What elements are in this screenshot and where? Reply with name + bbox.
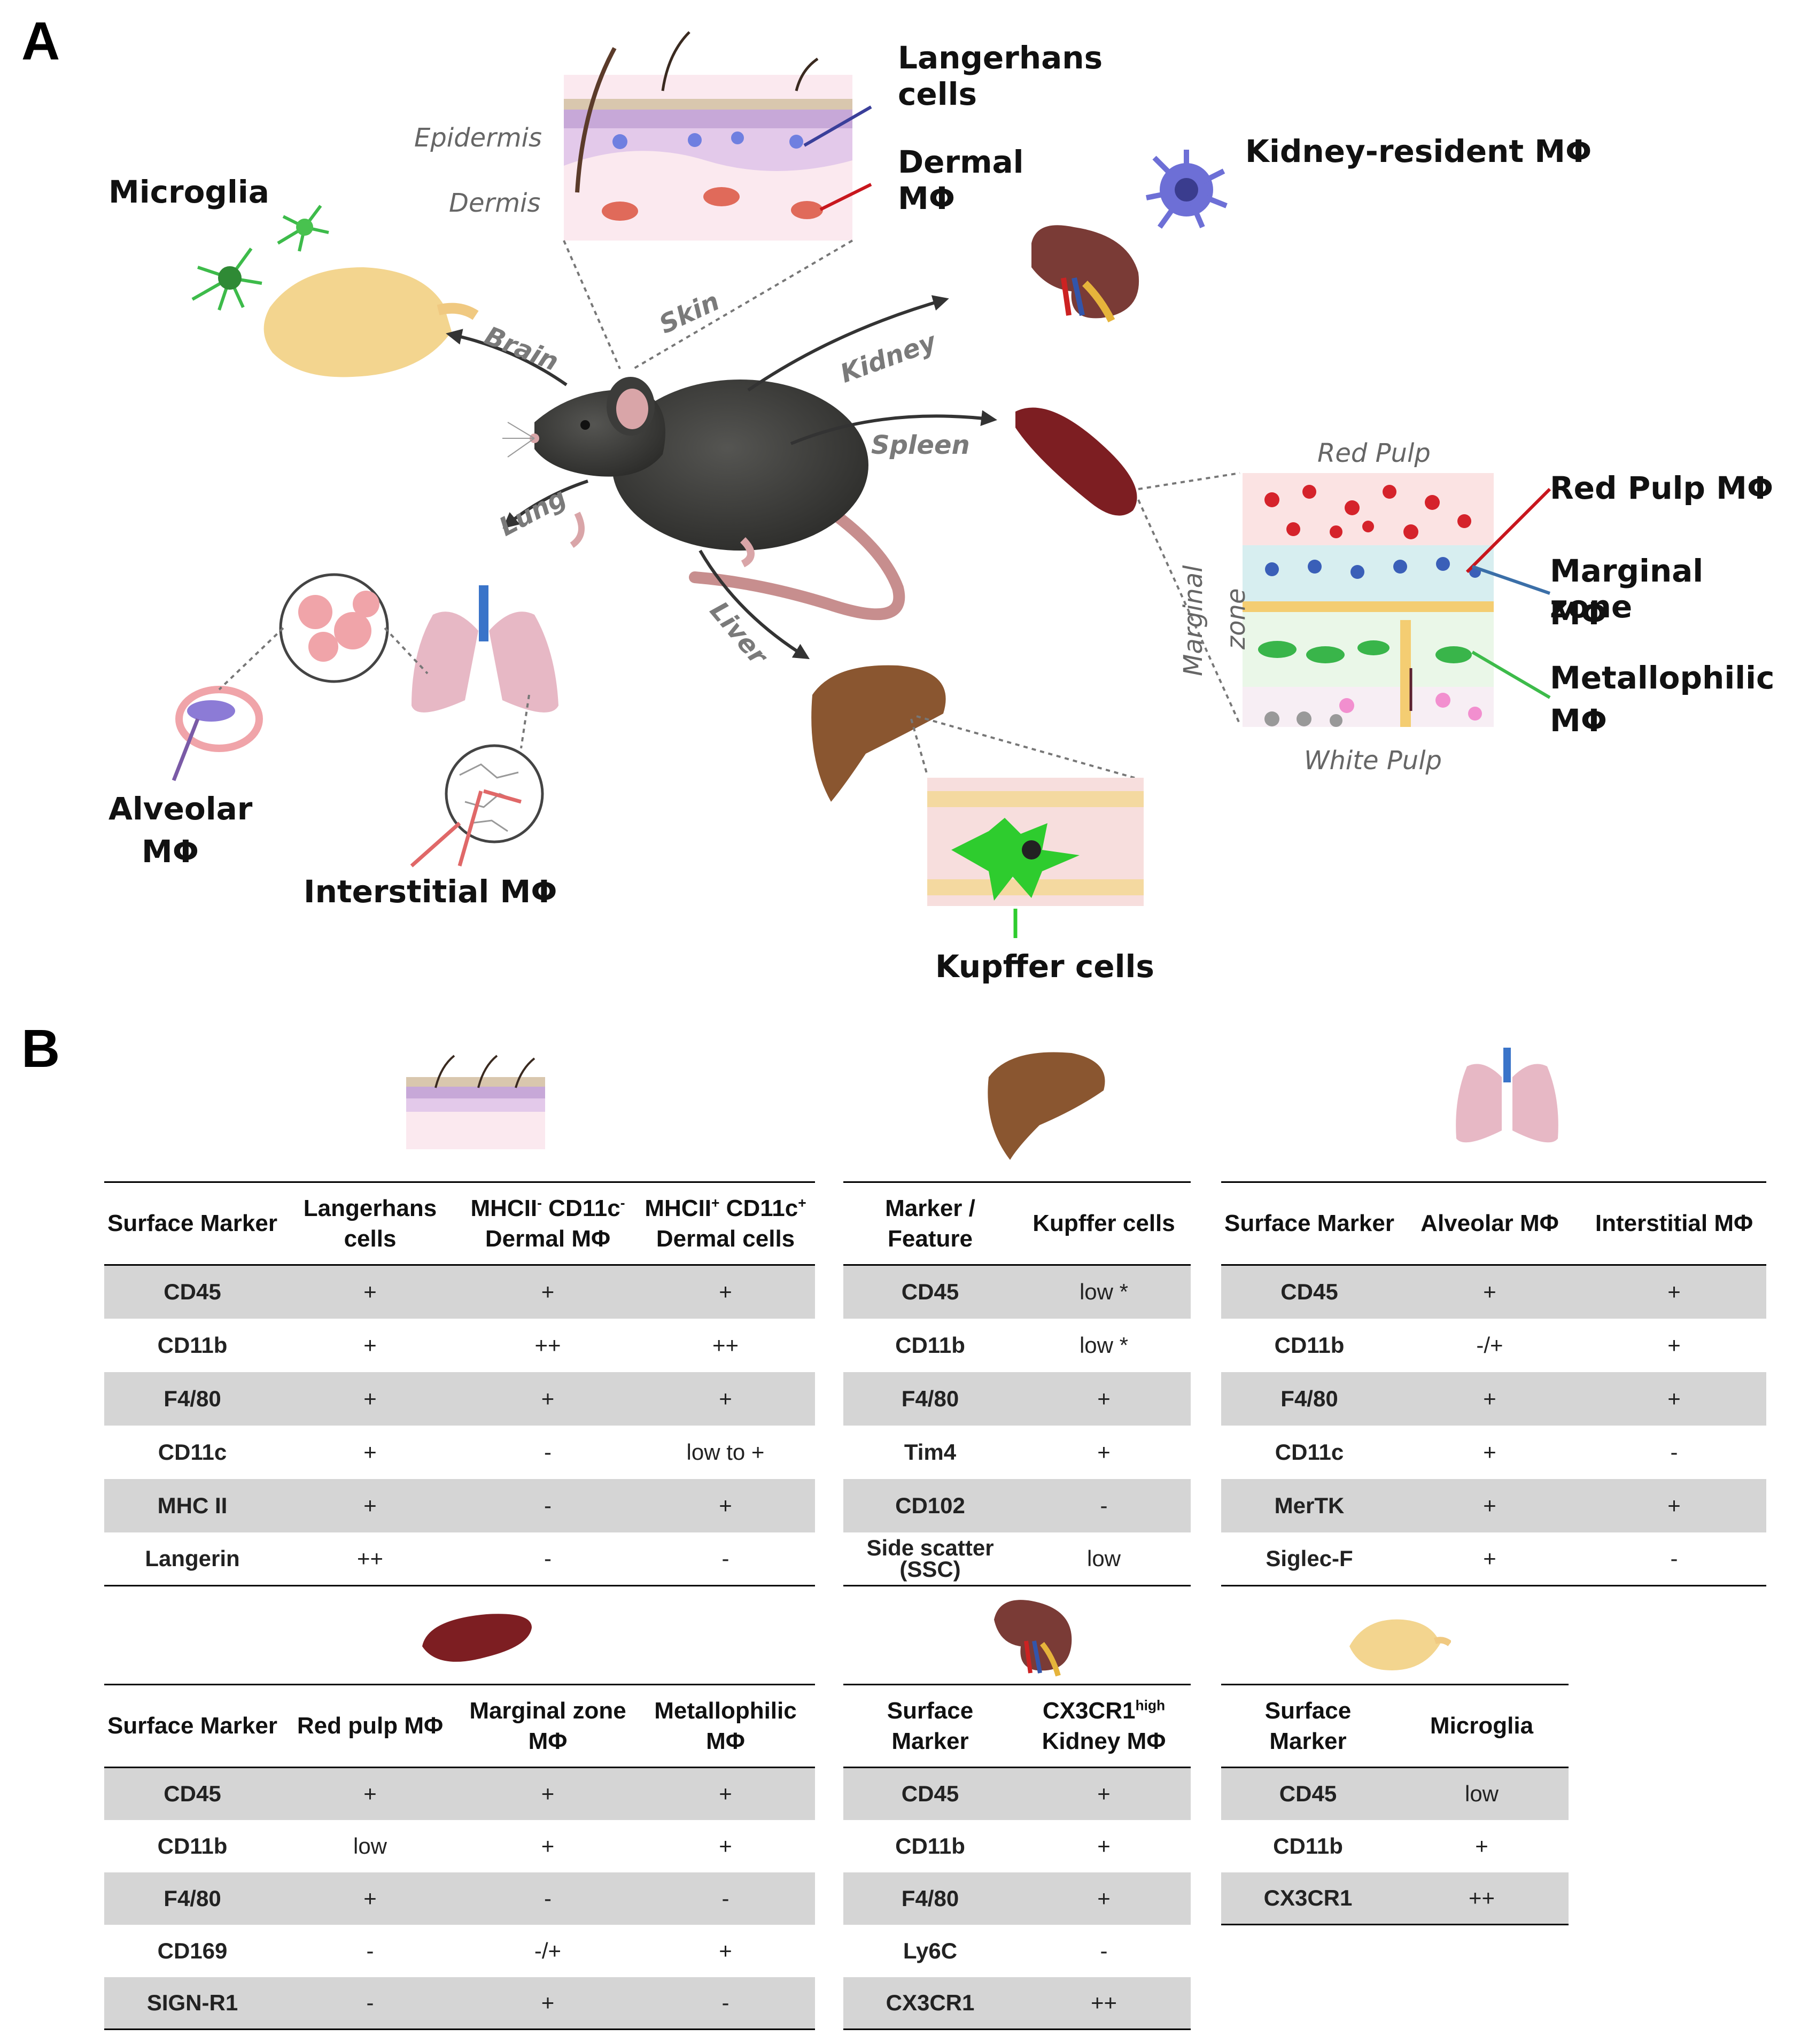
table-row: CD45+ [843, 1767, 1191, 1820]
panel-b-letter: B [21, 1019, 60, 1079]
cell-label-red-pulp: Red Pulp MΦ [1550, 470, 1774, 506]
panel-a-letter: A [21, 11, 60, 71]
table-row: CD102- [843, 1478, 1191, 1532]
liver-group [811, 665, 1144, 938]
table-header-cell: Surface Marker [104, 1684, 281, 1768]
skin-icon [406, 1055, 545, 1149]
cell-label-dermal-1: Dermal [898, 144, 1024, 180]
organ-label-spleen: Spleen [871, 430, 970, 460]
cell-label-interstitial: Interstitial MΦ [304, 873, 557, 910]
cell-label-dermal-2: MΦ [898, 180, 956, 216]
lung-icon [1456, 1048, 1558, 1143]
table-header-cell: Alveolar MΦ [1398, 1181, 1582, 1266]
table-skin: Surface Marker Langerhans cells MHCII- C… [104, 1181, 815, 1586]
table-row: MerTK++ [1221, 1478, 1766, 1532]
organ-arrows [446, 295, 997, 660]
table-lung: Surface Marker Alveolar MΦ Interstitial … [1221, 1181, 1766, 1586]
table-row: CD11b+ [1273, 1833, 1488, 1859]
cell-label-metallophilic-1: Metallophilic [1550, 660, 1775, 696]
table-header-cell: Langerhans cells [281, 1181, 460, 1266]
kidney-group [1031, 150, 1228, 323]
table-row: Siglec-F+- [1221, 1532, 1766, 1586]
table-row: CD45+++ [104, 1265, 815, 1319]
cell-label-metallophilic-2: MΦ [1550, 702, 1608, 739]
table-row: Tim4+ [904, 1439, 1111, 1465]
cell-label-marginal-1: Marginal zone [1550, 553, 1704, 625]
table-row: CD169--/++ [157, 1938, 732, 1963]
table-row: SIGN-R1-+- [104, 1977, 815, 2030]
table-row: F4/80+-- [104, 1872, 815, 1925]
cell-label-alveolar-2: MΦ [142, 833, 199, 870]
table-row: MHC II+-+ [104, 1478, 815, 1532]
liver-icon [988, 1052, 1105, 1160]
mouse-group [502, 377, 905, 621]
skin-layer-dermis: Dermis [449, 188, 541, 218]
table-header-cell: MHCII+ CD11c+Dermal cells [636, 1181, 815, 1266]
table-row: F4/80+++ [104, 1372, 815, 1426]
skin-layer-epidermis: Epidermis [414, 123, 542, 153]
table-header-cell: Surface Marker [843, 1684, 1017, 1768]
table-row: Langerin++-- [104, 1532, 815, 1586]
spleen-region-marginal: Marginal [1178, 565, 1208, 676]
table-row: CD11b-/++ [1274, 1332, 1681, 1358]
cell-label-kidney: Kidney-resident MΦ [1245, 133, 1592, 169]
table-row: F4/80++ [1221, 1372, 1766, 1426]
table-header-cell: Microglia [1395, 1684, 1569, 1768]
table-header-cell: Surface Marker [104, 1181, 281, 1266]
table-row: CD11c+-low to + [158, 1439, 765, 1465]
table-row: CD11b+ [895, 1833, 1111, 1859]
table-row: Ly6C- [903, 1938, 1108, 1963]
table-header-cell: Interstitial MΦ [1582, 1181, 1766, 1266]
table-row: F4/80+ [843, 1372, 1191, 1426]
spleen-region-zone: zone [1221, 588, 1251, 649]
table-header-cell: Surface Marker [1221, 1181, 1398, 1266]
cell-label-marginal-2: MΦ [1550, 595, 1608, 632]
table-row: F4/80+ [843, 1872, 1191, 1925]
cell-label-langerhans-2: cells [898, 76, 977, 112]
table-row: Side scatter (SSC)low [843, 1532, 1191, 1586]
cell-label-langerhans-1: Langerhans [898, 40, 1103, 76]
table-row: CX3CR1++ [1221, 1872, 1569, 1925]
table-header-cell: Red pulp MΦ [281, 1684, 460, 1768]
table-row: CD11c+- [1275, 1439, 1678, 1465]
brain-icon [1349, 1619, 1451, 1670]
spleen-region-red-pulp: Red Pulp [1317, 438, 1431, 468]
kidney-icon [994, 1600, 1072, 1677]
table-spleen: Surface Marker Red pulp MΦ Marginal zone… [104, 1684, 815, 2030]
table-row: CD11b+++++ [157, 1332, 739, 1358]
table-header-cell: MHCII- CD11c-Dermal MΦ [460, 1181, 636, 1266]
spleen-region-white-pulp: White Pulp [1304, 746, 1442, 776]
table-row: CX3CR1++ [843, 1977, 1191, 2030]
table-header-cell: Metallophilic MΦ [636, 1684, 815, 1768]
lung-group [172, 573, 558, 868]
cell-label-microglia: Microglia [108, 174, 269, 210]
brain-group [191, 205, 479, 377]
table-header-cell: Kupffer cells [1017, 1181, 1191, 1266]
table-header-cell: Surface Marker [1221, 1684, 1395, 1768]
skin-inset [563, 31, 872, 370]
panel-a-illustration [172, 31, 1551, 938]
table-row: CD45++ [1221, 1265, 1766, 1319]
cell-label-alveolar-1: Alveolar [108, 791, 253, 827]
spleen-group [1015, 407, 1551, 727]
spleen-icon [422, 1614, 532, 1662]
cell-label-kupffer: Kupffer cells [935, 948, 1154, 985]
table-header-cell: Marker /Feature [843, 1181, 1017, 1266]
table-row: CD45+++ [104, 1767, 815, 1820]
table-header-cell: Marginal zone MΦ [460, 1684, 636, 1768]
